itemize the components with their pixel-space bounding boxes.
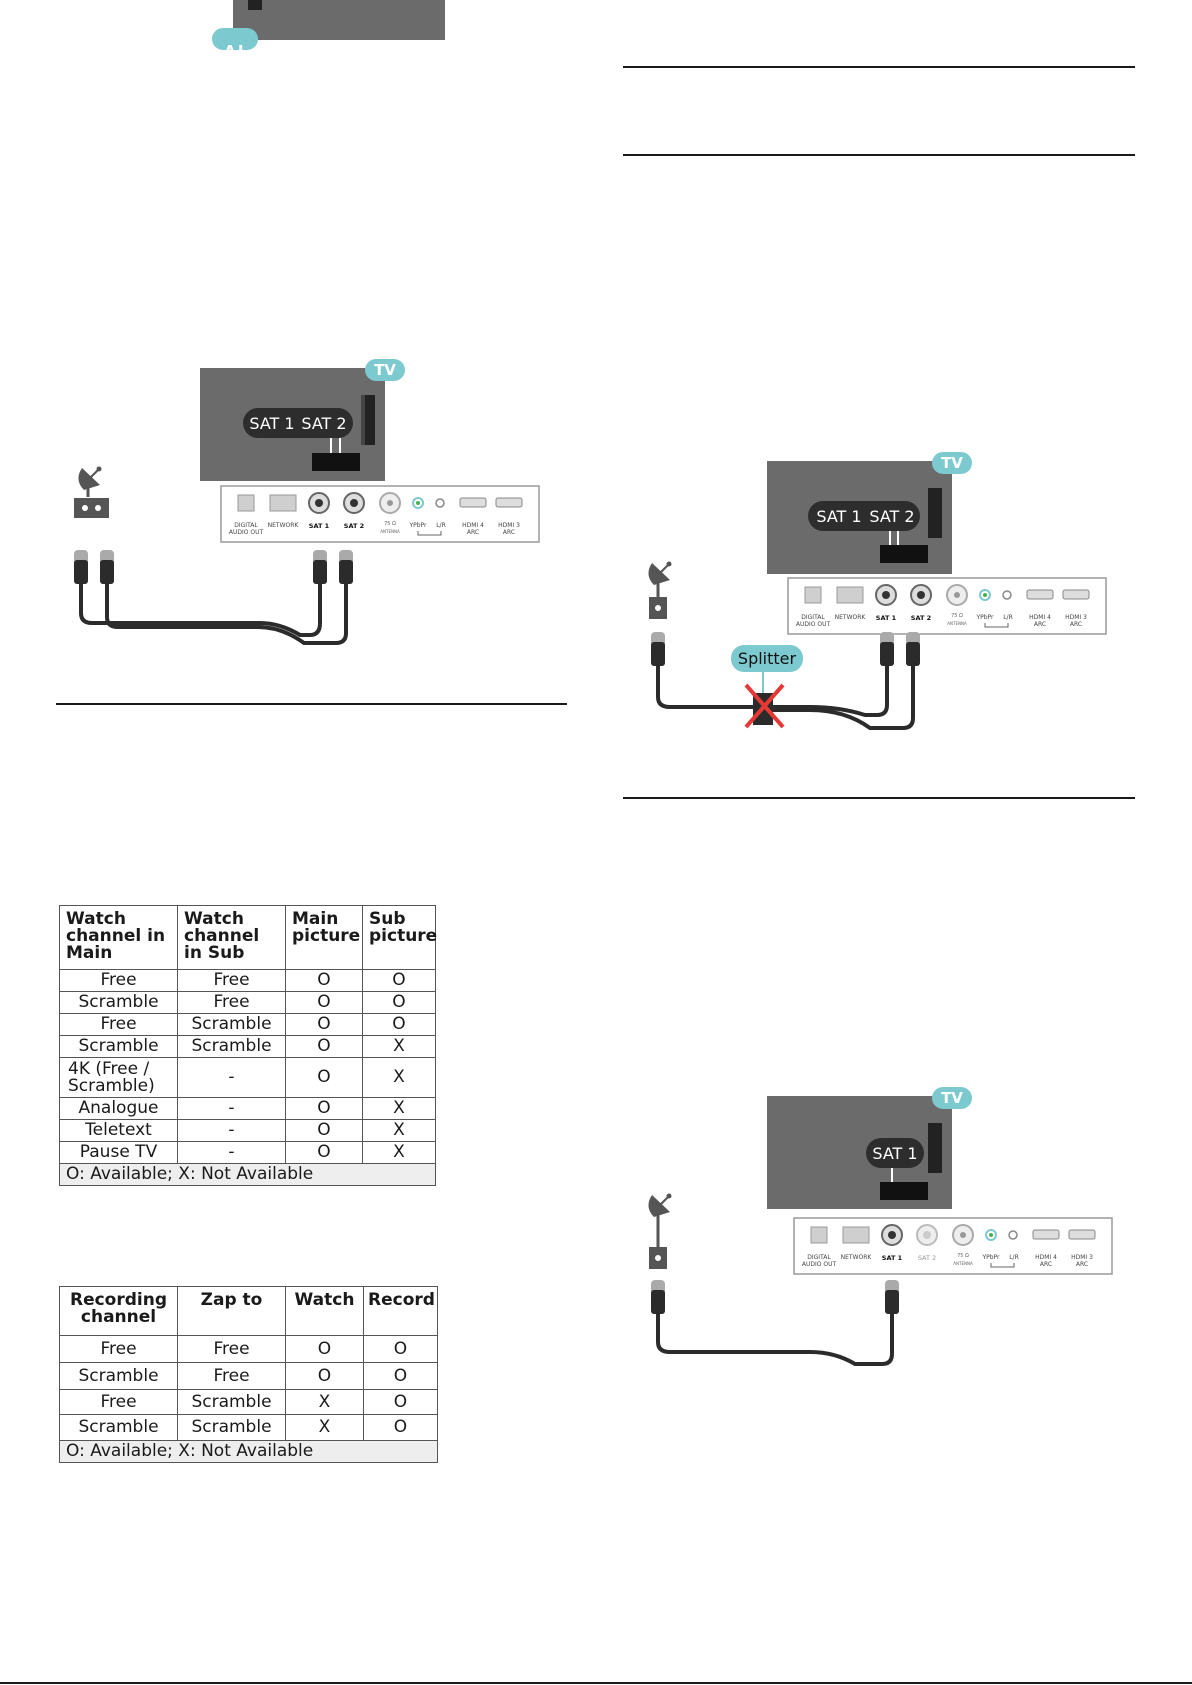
svg-text:AUDIO OUT: AUDIO OUT <box>796 621 831 628</box>
svg-text:DIGITAL: DIGITAL <box>807 1254 831 1261</box>
header-recording-channel: Recording channel <box>59 1286 178 1336</box>
svg-text:L/R: L/R <box>436 522 446 529</box>
tv-badge: TV <box>941 1089 963 1107</box>
svg-text:SAT 2: SAT 2 <box>911 614 931 622</box>
svg-text:L/R: L/R <box>1009 1254 1019 1261</box>
svg-text:NETWORK: NETWORK <box>841 1254 873 1261</box>
tv-badge: TV <box>374 361 396 379</box>
svg-text:DIGITAL: DIGITAL <box>801 614 825 621</box>
table-note: O: Available; X: Not Available <box>59 1440 438 1463</box>
svg-text:AUDIO OUT: AUDIO OUT <box>229 529 264 536</box>
svg-text:DIGITAL: DIGITAL <box>234 522 258 529</box>
separator-left-mid <box>56 703 567 705</box>
top-partial-tv-diagram: TV <box>212 0 445 56</box>
svg-text:ARC: ARC <box>1040 1261 1052 1268</box>
dual-sat-diagram: TV SAT 1 SAT 2 DIGITAL AUDIO OUT NETWORK… <box>74 359 540 645</box>
svg-text:YPbPr: YPbPr <box>975 614 994 621</box>
separator-right-top-2 <box>623 154 1135 156</box>
svg-text:75 Ω: 75 Ω <box>384 521 396 527</box>
header-sub-picture: Sub picture <box>362 905 437 970</box>
header-record: Record <box>363 1286 438 1336</box>
table-note-row: O: Available; X: Not Available <box>59 1440 438 1463</box>
header-watch-sub: Watch channel in Sub <box>177 905 286 970</box>
splitter-label: Splitter <box>738 649 797 668</box>
svg-text:HDMI 4: HDMI 4 <box>462 522 484 529</box>
svg-text:SAT 2: SAT 2 <box>344 522 364 530</box>
svg-text:NETWORK: NETWORK <box>835 614 867 621</box>
sat2-label: SAT 2 <box>301 414 346 433</box>
svg-text:ARC: ARC <box>1076 1261 1088 1268</box>
sat1-label: SAT 1 <box>249 414 294 433</box>
svg-text:L/R: L/R <box>1003 614 1013 621</box>
sat2-label: SAT 2 <box>869 507 914 526</box>
header-zap-to: Zap to <box>177 1286 286 1336</box>
svg-text:ANTENNA: ANTENNA <box>380 529 400 534</box>
satellite-dish-icon <box>78 466 102 497</box>
svg-text:YPbPr: YPbPr <box>981 1254 1000 1261</box>
separator-right-mid <box>623 797 1135 799</box>
header-main-picture: Main picture <box>285 905 363 970</box>
svg-text:ARC: ARC <box>503 529 515 536</box>
sat1-label: SAT 1 <box>872 1144 917 1163</box>
table-note-row: O: Available; X: Not Available <box>59 1163 436 1186</box>
svg-text:HDMI 3: HDMI 3 <box>498 522 520 529</box>
svg-text:ANTENNA: ANTENNA <box>947 621 967 626</box>
svg-text:NETWORK: NETWORK <box>268 522 300 529</box>
tv-badge: TV <box>941 454 963 472</box>
svg-text:ARC: ARC <box>467 529 479 536</box>
svg-text:SAT 1: SAT 1 <box>309 522 330 530</box>
satellite-dish-icon <box>648 561 672 597</box>
svg-text:75 Ω: 75 Ω <box>957 1253 969 1259</box>
separator-bottom <box>0 1682 1192 1684</box>
svg-text:ARC: ARC <box>1070 621 1082 628</box>
svg-text:HDMI 3: HDMI 3 <box>1071 1254 1093 1261</box>
sat1-label: SAT 1 <box>816 507 861 526</box>
satellite-dish-icon <box>648 1193 672 1247</box>
not-allowed-x-icon <box>744 683 785 729</box>
svg-text:ANTENNA: ANTENNA <box>953 1261 973 1266</box>
splitter-diagram: TV SAT 1 SAT 2 DIGITAL AUDIO OUT NETWORK… <box>648 452 1107 730</box>
header-watch: Watch <box>285 1286 364 1336</box>
separator-right-top-1 <box>623 66 1135 68</box>
single-sat-diagram: TV SAT 1 DIGITAL AUDIO OUT NETWORK SAT 1… <box>648 1087 1113 1366</box>
svg-text:HDMI 3: HDMI 3 <box>1065 614 1087 621</box>
svg-text:SAT 2: SAT 2 <box>918 1254 936 1262</box>
pip-availability-table: Watch channel in Main Watch channel in S… <box>59 905 437 1186</box>
header-watch-main: Watch channel in Main <box>59 905 178 970</box>
svg-text:AUDIO OUT: AUDIO OUT <box>802 1261 837 1268</box>
svg-text:HDMI 4: HDMI 4 <box>1035 1254 1057 1261</box>
recording-availability-table: Recording channel Zap to Watch Record Fr… <box>59 1286 438 1463</box>
svg-text:YPbPr: YPbPr <box>408 522 427 529</box>
svg-text:ARC: ARC <box>1034 621 1046 628</box>
svg-text:75 Ω: 75 Ω <box>951 613 963 619</box>
svg-text:SAT 1: SAT 1 <box>882 1254 903 1262</box>
table-note: O: Available; X: Not Available <box>59 1163 436 1186</box>
svg-text:SAT 1: SAT 1 <box>876 614 897 622</box>
svg-text:HDMI 4: HDMI 4 <box>1029 614 1051 621</box>
top-tv-badge: TV <box>224 41 246 56</box>
